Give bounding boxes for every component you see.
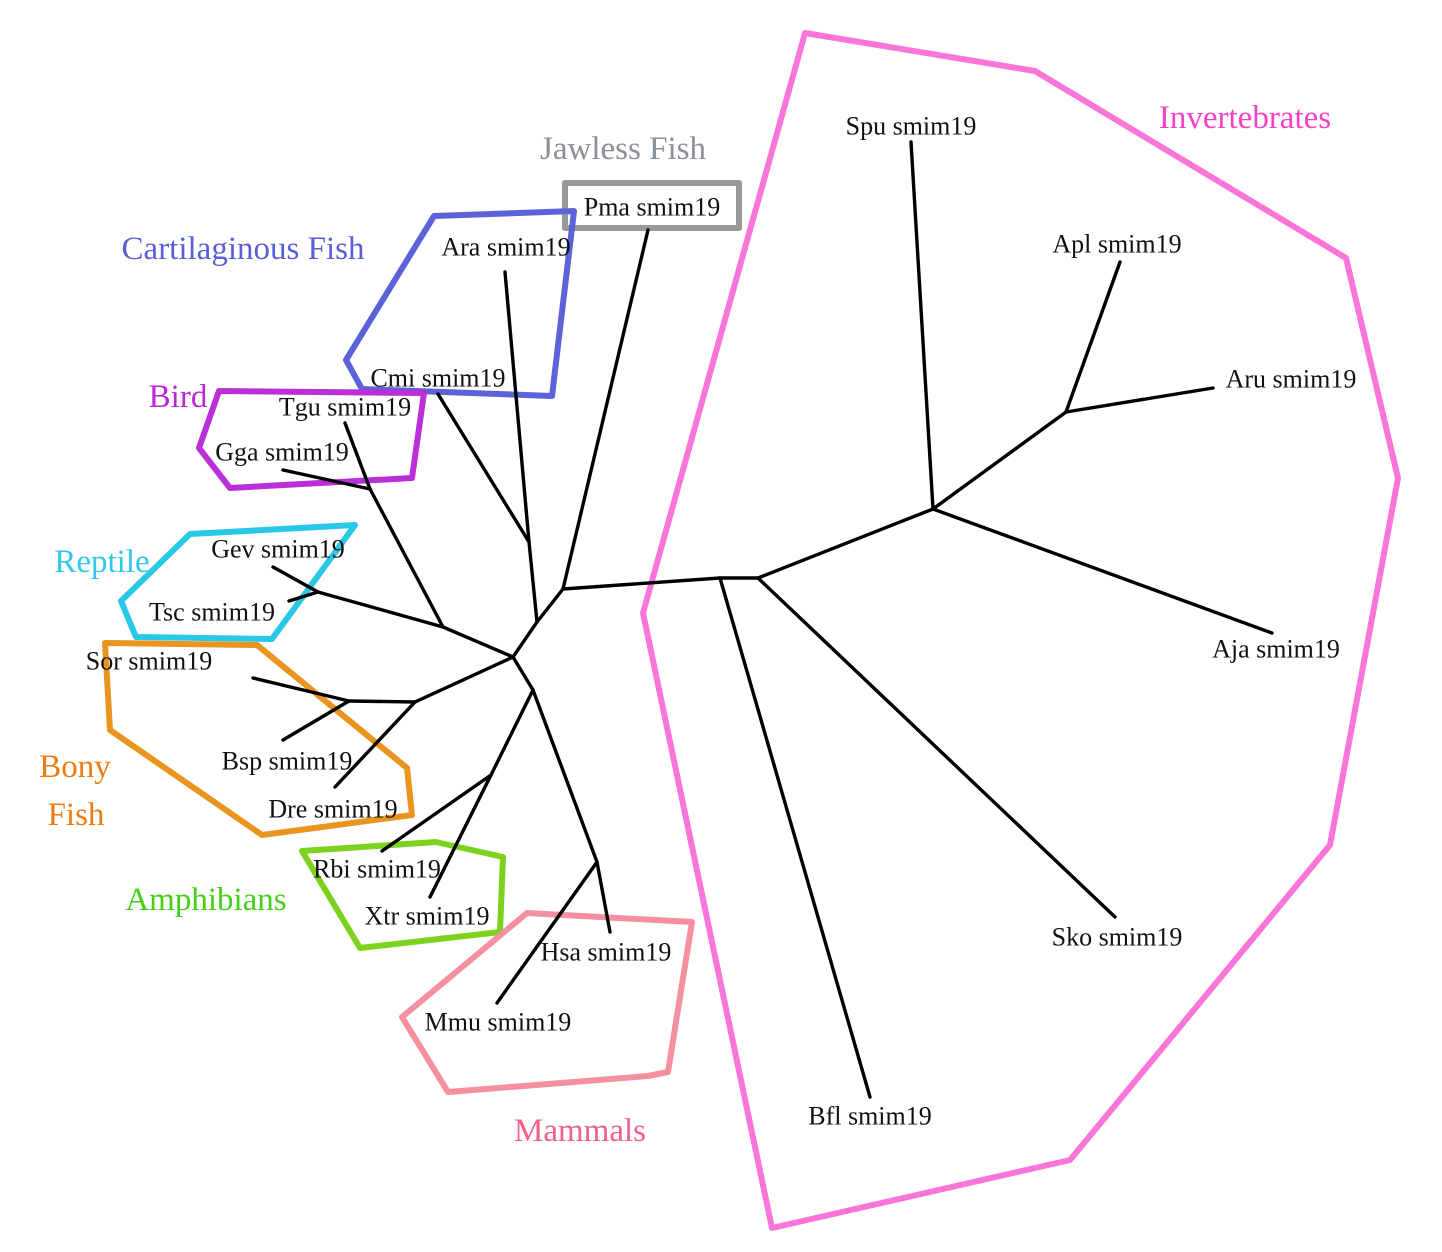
tree-edge-hsa-branch xyxy=(595,860,612,934)
group-outline-cartilaginous-fish xyxy=(343,208,577,399)
tree-edge-amphibian-stem xyxy=(489,688,535,777)
tree-edge-cmi-branch xyxy=(436,392,531,544)
tree-edge-pma-branch xyxy=(561,228,650,591)
tree-edge-mammal-stem xyxy=(531,688,599,864)
taxon-label-cmi: Cmi smim19 xyxy=(370,364,505,393)
group-outline-reptile xyxy=(118,522,358,642)
tree-edge-sor-bsp-stem xyxy=(347,699,417,704)
tree-branches-layer xyxy=(251,140,1274,1099)
tree-edge-bird-stem xyxy=(368,487,445,629)
tree-edge-bfl-branch xyxy=(718,576,872,1099)
taxon-label-ara: Ara smim19 xyxy=(441,233,570,262)
group-outline-mammals xyxy=(399,910,695,1095)
group-label-amphibians: Amphibians xyxy=(125,882,286,918)
taxon-label-bfl: Bfl smim19 xyxy=(808,1102,932,1131)
group-label-reptile: Reptile xyxy=(54,544,149,580)
tree-edge-reptile-stem xyxy=(316,590,445,629)
taxon-label-tsc: Tsc smim19 xyxy=(149,598,275,627)
group-outlines-layer xyxy=(102,30,1401,1231)
group-label-bony-fish-line1: Fish xyxy=(48,797,105,833)
tree-edge-amniote-link xyxy=(441,625,515,659)
tree-edge-vert-hub-link xyxy=(511,620,539,659)
tree-edge-cartilaginous-stem xyxy=(527,540,539,624)
tree-edge-gev-branch xyxy=(271,565,320,594)
tree-edge-bonyfish-link xyxy=(413,655,515,704)
tree-edge-spu-branch xyxy=(909,140,935,511)
taxon-label-mmu: Mmu smim19 xyxy=(425,1008,572,1037)
tree-edge-bsp-branch xyxy=(281,699,351,742)
group-label-jawless-fish: Jawless Fish xyxy=(540,131,706,167)
taxon-label-dre: Dre smim19 xyxy=(268,795,397,824)
tree-edge-tsc-branch xyxy=(287,590,320,603)
taxon-label-aja: Aja smim19 xyxy=(1212,635,1340,664)
taxon-label-hsa: Hsa smim19 xyxy=(541,938,672,967)
tree-edge-sko-branch xyxy=(756,576,1117,919)
tree-edge-gga-branch xyxy=(281,468,372,491)
taxon-label-aru: Aru smim19 xyxy=(1226,365,1357,394)
group-label-bony-fish-line0: Bony xyxy=(39,749,111,785)
tree-edge-dre-branch xyxy=(333,700,417,789)
group-label-invertebrates: Invertebrates xyxy=(1159,100,1331,136)
taxon-label-spu: Spu smim19 xyxy=(846,112,977,141)
tree-edge-tetrapod-link xyxy=(511,655,535,692)
taxon-label-tgu: Tgu smim19 xyxy=(279,393,411,422)
taxon-label-apl: Apl smim19 xyxy=(1052,230,1181,259)
taxon-label-sor: Sor smim19 xyxy=(86,647,212,676)
tree-edge-sor-branch xyxy=(251,676,351,703)
taxon-label-pma: Pma smim19 xyxy=(584,193,721,222)
tree-edge-rbi-branch xyxy=(380,773,493,853)
tree-edge-ara-branch xyxy=(503,270,531,544)
group-label-bird: Bird xyxy=(149,379,208,415)
tree-edge-root-link xyxy=(561,576,722,591)
tree-edge-jawless-link xyxy=(535,587,565,624)
group-label-cartilaginous-fish: Cartilaginous Fish xyxy=(122,231,365,267)
tree-edge-aja-branch xyxy=(931,507,1274,635)
group-outline-bird xyxy=(196,388,427,491)
taxon-label-xtr: Xtr smim19 xyxy=(365,902,490,931)
group-label-mammals: Mammals xyxy=(514,1113,646,1149)
taxon-label-gev: Gev smim19 xyxy=(211,535,345,564)
tree-edge-apl-branch xyxy=(1064,260,1122,414)
tree-edge-apl-aru-stem xyxy=(931,410,1068,511)
group-outline-bony-fish xyxy=(102,640,415,838)
tree-edge-xtr-branch xyxy=(428,773,493,899)
group-outline-jawless-fish xyxy=(562,180,742,231)
taxon-label-rbi: Rbi smim19 xyxy=(313,855,441,884)
tree-edge-inv-hub-link xyxy=(756,507,935,580)
tree-edge-mmu-branch xyxy=(495,860,599,1005)
taxon-label-gga: Gga smim19 xyxy=(215,438,349,467)
tree-edge-tgu-branch xyxy=(343,421,372,491)
group-outline-invertebrates xyxy=(640,30,1401,1231)
taxon-label-sko: Sko smim19 xyxy=(1052,923,1183,952)
taxon-label-bsp: Bsp smim19 xyxy=(222,747,353,776)
tree-edge-aru-branch xyxy=(1064,386,1215,414)
group-outline-amphibians xyxy=(299,839,506,951)
